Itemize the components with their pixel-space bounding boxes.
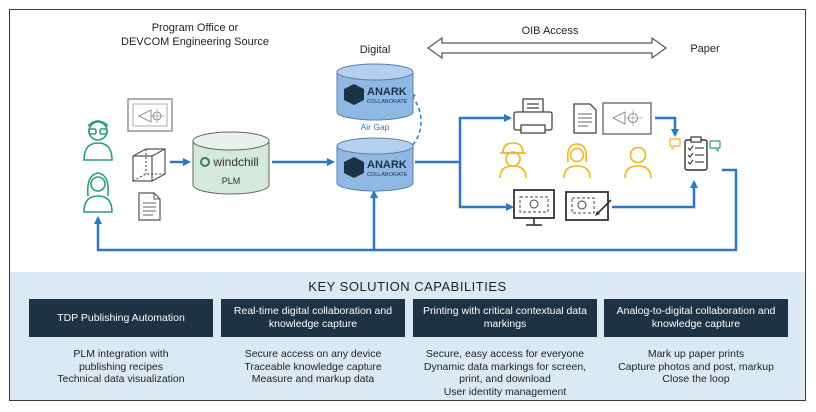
capability-line: Dynamic data markings for screen, [423, 360, 587, 373]
capabilities-title: KEY SOLUTION CAPABILITIES [308, 279, 507, 294]
oib-access-label: OIB Access [521, 25, 579, 37]
capability-line: Traceable knowledge capture [244, 360, 382, 373]
capability-heading-tdp: TDP Publishing Automation [29, 299, 213, 337]
windchill-logo-text: windchill [212, 155, 258, 169]
capability-desc-printing: Secure, easy access for everyone Dynamic… [413, 348, 597, 398]
anark-logo-icon [344, 84, 364, 105]
flow-to-checklist [612, 180, 698, 209]
capability-line: publishing recipes [78, 360, 164, 373]
oib-double-arrow [426, 36, 668, 60]
capability-line: User identity management [443, 385, 567, 398]
paper-label: Paper [690, 43, 720, 55]
air-gap-label: Air Gap [361, 122, 390, 132]
capability-line: Technical data visualization [57, 373, 185, 385]
drawing-sheet-icon [127, 98, 173, 132]
capability-desc-tdp: PLM integration with publishing recipes … [29, 348, 213, 386]
capability-line: Secure access on any device [244, 348, 382, 360]
flow-lines [94, 114, 738, 252]
comment-orange-icon [669, 138, 681, 151]
windchill-plm-database [192, 131, 270, 195]
capability-line: Measure and markup data [251, 373, 375, 385]
anark-top-brand: ANARK [367, 86, 407, 98]
user-female-icon [563, 143, 591, 179]
diagram-frame [9, 9, 806, 401]
flow-to-printer [458, 114, 512, 162]
plm-label: PLM [222, 176, 241, 186]
capability-line: Mark up paper prints [647, 348, 745, 360]
air-gap-dashed-arrow [407, 92, 422, 151]
anark-collaborate-bottom-database [336, 137, 414, 192]
flow-return-loop [94, 168, 738, 252]
3d-cube-icon [132, 148, 166, 182]
source-label-line1: Program Office or [151, 22, 239, 34]
tablet-markup-icon [565, 191, 612, 221]
engineer-glasses-icon [83, 120, 113, 161]
anark-logo-icon [344, 157, 364, 178]
comment-green-icon [709, 140, 721, 153]
printer-icon [513, 98, 553, 134]
source-label: Program Office or DEVCOM Engineering Sou… [110, 21, 280, 49]
anark-bottom-brand: ANARK [367, 159, 407, 171]
source-label-line2: DEVCOM Engineering Source [121, 36, 269, 48]
user-male-icon [624, 146, 652, 179]
anark-collaborate-top-database [336, 63, 414, 121]
capability-line: print, and download [459, 373, 551, 385]
capability-heading-realtime: Real-time digital collaboration and know… [221, 299, 405, 337]
anark-bottom-sub: COLLABORATE [367, 172, 408, 178]
capability-line: PLM integration with [73, 348, 169, 360]
engineer-female-icon [83, 172, 113, 213]
capability-line: Capture photos and post, markup [618, 360, 774, 373]
document-icon [138, 192, 161, 221]
monitor-drawing-icon [513, 189, 555, 226]
digital-label: Digital [359, 44, 391, 56]
capability-desc-realtime: Secure access on any device Traceable kn… [221, 348, 405, 386]
capability-heading-printing: Printing with critical contextual data m… [413, 299, 597, 337]
capability-heading-analog: Analog-to-digital collaboration and know… [604, 299, 788, 337]
flow-print-to-checklist [655, 116, 679, 137]
anark-top-sub: COLLABORATE [367, 99, 408, 105]
worker-hardhat-icon [499, 142, 527, 179]
capability-line: Close the loop [662, 373, 730, 385]
checklist-clipboard-icon [684, 136, 708, 171]
flow-to-screen [458, 162, 514, 211]
printed-drawing-icon [602, 102, 652, 135]
printed-document-icon [573, 103, 597, 134]
capability-line: Secure, easy access for everyone [425, 348, 585, 360]
capability-desc-analog: Mark up paper prints Capture photos and … [604, 348, 788, 386]
